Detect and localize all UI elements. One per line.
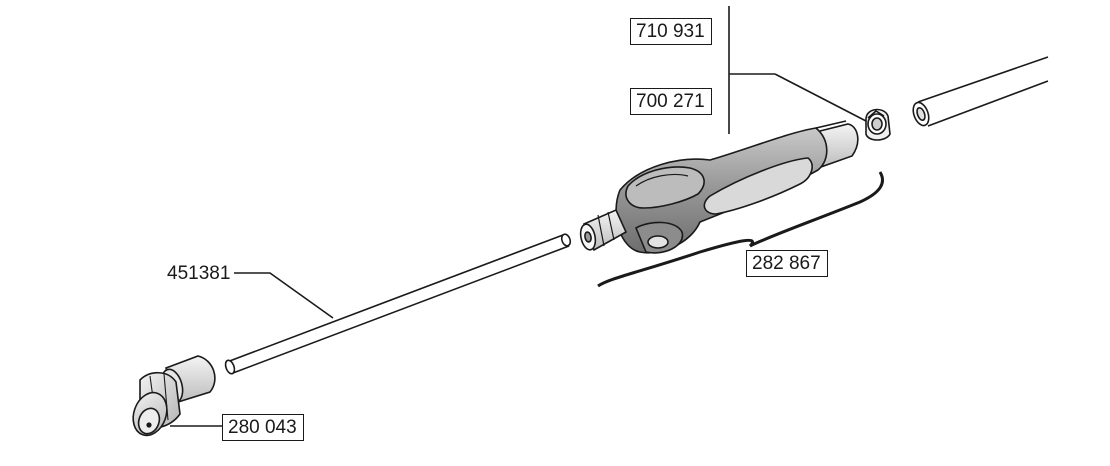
handle-assembly (579, 120, 859, 254)
nozzle-assembly (132, 355, 216, 437)
part-label-451381: 451381 (167, 263, 231, 284)
part-label-710931: 710 931 (630, 18, 712, 45)
lance-leader-line (234, 272, 334, 319)
part-label-282867: 282 867 (746, 250, 828, 277)
lance-tube (224, 233, 572, 375)
clamp-leader-lines (728, 6, 867, 134)
part-label-700271: 700 271 (630, 88, 712, 115)
hose-clamp (865, 108, 891, 141)
handle-bracket (597, 171, 884, 288)
part-label-280043: 280 043 (222, 414, 304, 441)
hose (912, 56, 1049, 127)
